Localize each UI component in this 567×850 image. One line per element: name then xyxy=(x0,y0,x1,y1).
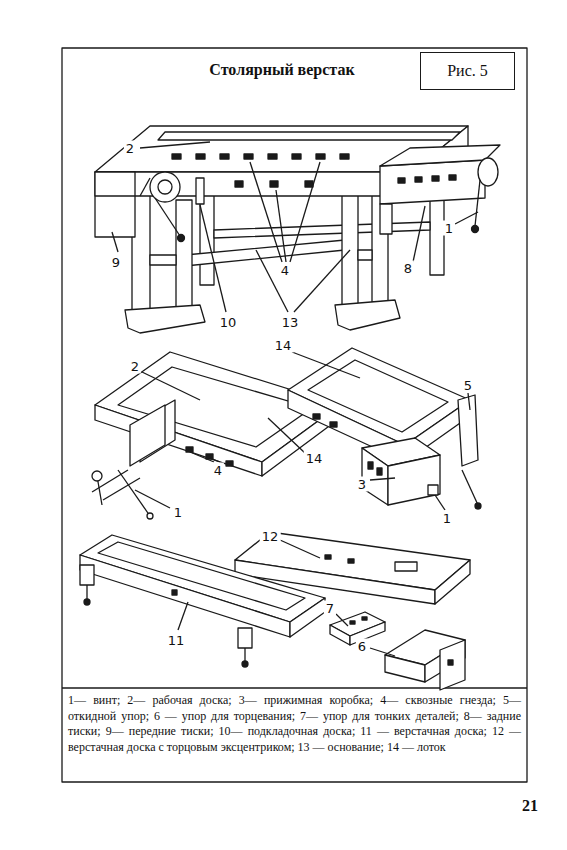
figure-title: Столярный верстак xyxy=(209,61,354,79)
callout-number: 2 xyxy=(124,141,136,156)
work-board-left xyxy=(92,352,340,519)
callout-number: 2 xyxy=(129,359,141,374)
callout-number: 11 xyxy=(166,633,187,648)
figure-number-box: Рис. 5 xyxy=(420,52,515,90)
caption-rule xyxy=(62,687,527,688)
figure-number: Рис. 5 xyxy=(447,62,488,80)
callout-number: 5 xyxy=(462,378,474,393)
callout-number: 6 xyxy=(356,639,368,654)
callout-number: 4 xyxy=(212,463,224,478)
page-frame xyxy=(62,48,527,782)
callout-number: 9 xyxy=(110,255,122,270)
callout-number: 13 xyxy=(280,315,301,330)
leader-lines xyxy=(112,142,478,656)
callout-number: 10 xyxy=(218,315,239,330)
legend-caption: 1— винт; 2— рабочая доска; 3— прижимная … xyxy=(68,693,521,755)
page-number: 21 xyxy=(522,797,538,815)
callout-number: 3 xyxy=(356,477,368,492)
workbench xyxy=(95,126,500,333)
bench-boards xyxy=(80,532,470,690)
callout-number: 14 xyxy=(304,451,325,466)
callout-number: 8 xyxy=(402,261,414,276)
callout-number: 1 xyxy=(443,221,455,236)
callout-number: 4 xyxy=(279,263,291,278)
callout-number: 14 xyxy=(273,338,294,353)
callout-number: 1 xyxy=(441,511,453,526)
callout-number: 1 xyxy=(172,505,184,520)
callout-number: 7 xyxy=(324,601,336,616)
callout-number: 12 xyxy=(260,529,281,544)
work-board-right xyxy=(288,348,481,509)
